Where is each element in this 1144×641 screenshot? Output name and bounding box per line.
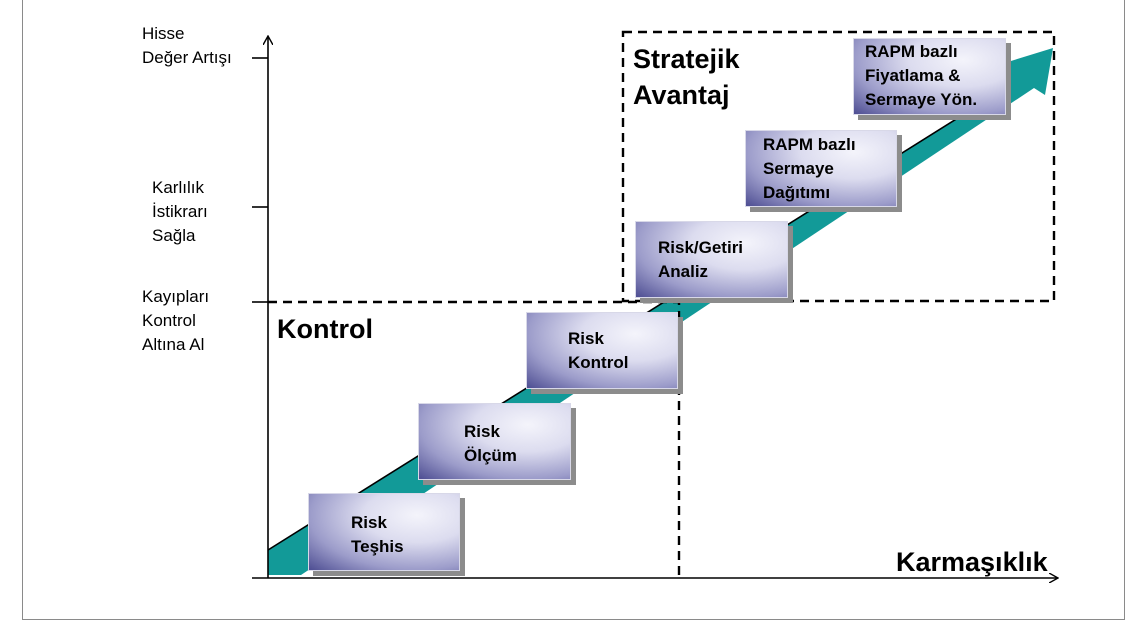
- step-label: RAPM bazlı Sermaye Dağıtımı: [763, 135, 856, 202]
- diagram-frame: [22, 0, 1125, 620]
- step-box-risk-identification: Risk Teşhis: [308, 493, 460, 571]
- step-box-risk-measurement: Risk Ölçüm: [418, 403, 571, 480]
- step-box-rapm-capital-allocation: RAPM bazlı Sermaye Dağıtımı: [745, 130, 897, 207]
- y-label-profit-stability: Karlılık İstikrarı Sağla: [152, 178, 208, 245]
- step-box-rapm-pricing: RAPM bazlı Fiyatlama & Sermaye Yön.: [853, 38, 1006, 115]
- step-label: RAPM bazlı Fiyatlama & Sermaye Yön.: [865, 42, 978, 109]
- y-label-loss-control: Kayıpları Kontrol Altına Al: [142, 287, 210, 354]
- step-box-risk-control: Risk Kontrol: [526, 312, 678, 389]
- zone-title-strategic: Stratejik Avantaj: [633, 44, 740, 110]
- step-label: Risk Kontrol: [568, 329, 629, 372]
- step-label: Risk/Getiri Analiz: [658, 238, 744, 281]
- step-label: Risk Teşhis: [351, 513, 404, 556]
- step-label: Risk Ölçüm: [464, 422, 517, 465]
- x-axis-label: Karmaşıklık: [896, 547, 1048, 577]
- control-zone-border: [268, 300, 681, 578]
- strategic-zone-border: [621, 30, 1056, 303]
- y-label-share-value: Hisse Değer Artışı: [142, 24, 232, 67]
- zone-title-control: Kontrol: [277, 314, 373, 344]
- step-box-risk-return-analysis: Risk/Getiri Analiz: [635, 221, 788, 298]
